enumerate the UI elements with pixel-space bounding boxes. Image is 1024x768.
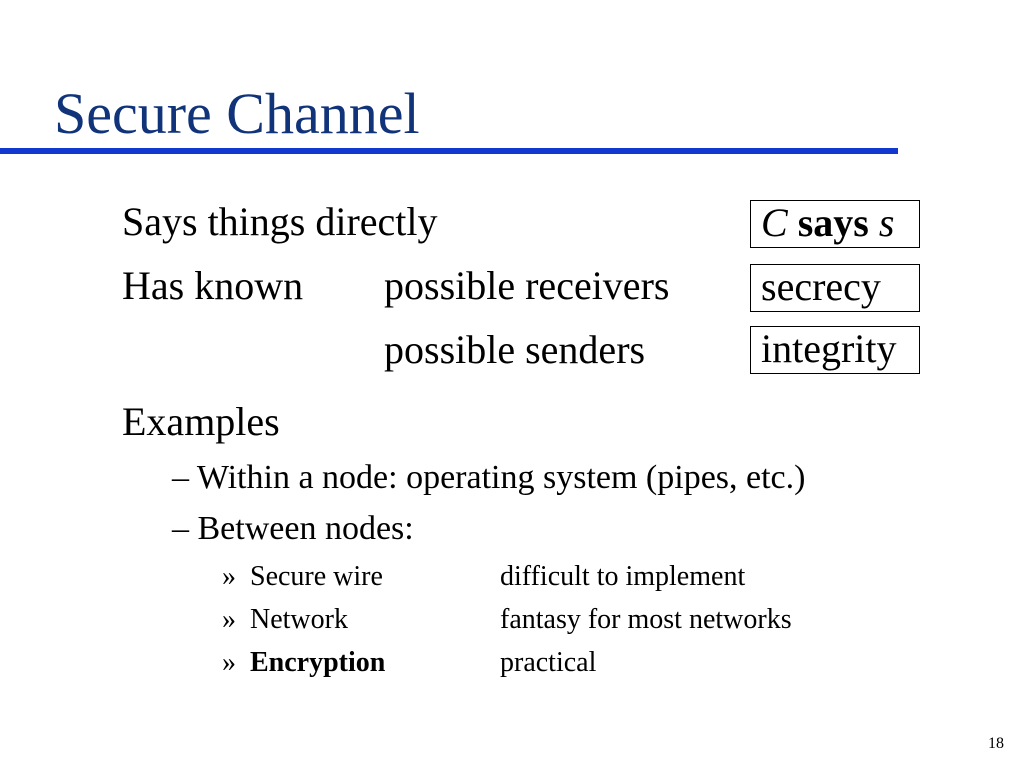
sub-item-name: Encryption [250, 647, 386, 678]
integrity-label: integrity [761, 326, 897, 371]
sub-item-marker: » [222, 561, 236, 592]
example-within-node: – Within a node: operating system (pipes… [172, 459, 806, 496]
title-underline [0, 148, 898, 154]
sub-item-desc: practical [500, 647, 597, 678]
sub-item-desc: difficult to implement [500, 561, 746, 592]
secrecy-box: secrecy [750, 264, 920, 312]
integrity-box: integrity [750, 326, 920, 374]
says-principal: C [761, 200, 788, 245]
sub-item-name: Network [250, 604, 348, 635]
secrecy-label: secrecy [761, 264, 881, 309]
sub-item-name: Secure wire [250, 561, 383, 592]
examples-heading: Examples [122, 399, 280, 444]
slide-title: Secure Channel [54, 81, 420, 146]
possible-receivers-text: possible receivers [384, 263, 670, 308]
says-box: C says s [750, 200, 920, 248]
example-between-nodes: – Between nodes: [172, 510, 414, 547]
says-statement: s [878, 200, 895, 245]
page-number: 18 [988, 735, 1004, 752]
sub-item-marker: » [222, 604, 236, 635]
possible-senders-text: possible senders [384, 327, 646, 372]
says-verb: says [797, 200, 869, 245]
says-directly-text: Says things directly [122, 199, 438, 244]
has-known-text: Has known [122, 263, 304, 308]
sub-item-marker: » [222, 647, 236, 678]
sub-item-desc: fantasy for most networks [500, 604, 792, 635]
